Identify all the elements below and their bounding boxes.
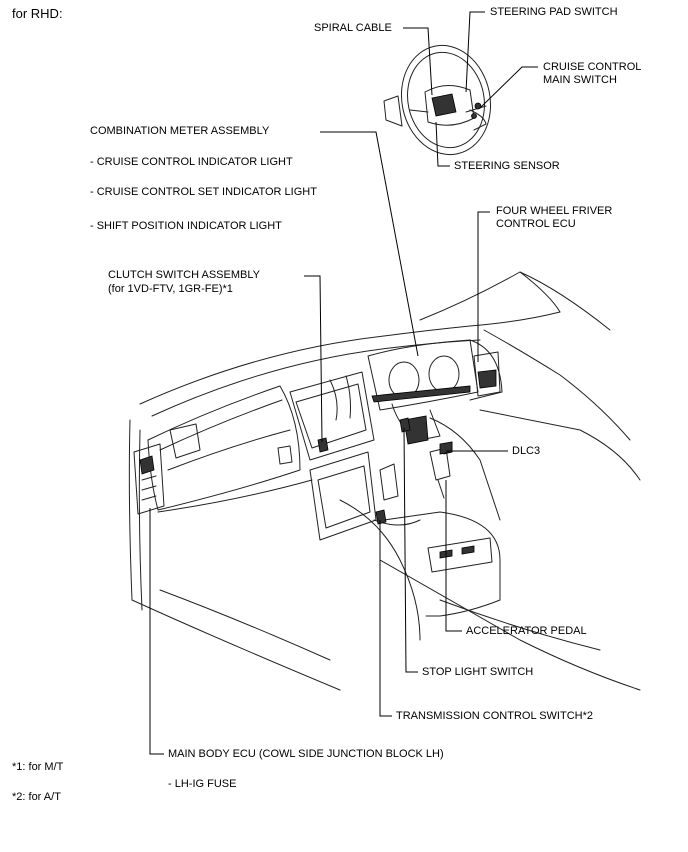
page-header: for RHD:: [12, 6, 63, 21]
label-cruise-set-indicator: - CRUISE CONTROL SET INDICATOR LIGHT: [90, 186, 317, 198]
label-steering-pad-switch: STEERING PAD SWITCH: [490, 6, 618, 18]
label-dlc3: DLC3: [512, 445, 541, 457]
label-steering-sensor: STEERING SENSOR: [454, 160, 560, 172]
label-transmission-switch: TRANSMISSION CONTROL SWITCH*2: [396, 710, 593, 722]
label-cruise-main-switch-line2: MAIN SWITCH: [543, 74, 617, 86]
label-clutch-line2: (for 1VD-FTV, 1GR-FE)*1: [108, 283, 233, 295]
dashboard-drawing: [128, 271, 641, 691]
leader-lines: [149, 11, 538, 755]
label-lh-ig-fuse: - LH-IG FUSE: [168, 778, 237, 790]
label-fwd-ecu-line1: FOUR WHEEL FRIVER: [496, 205, 613, 217]
label-fwd-ecu-line2: CONTROL ECU: [496, 218, 576, 230]
label-cruise-indicator: - CRUISE CONTROL INDICATOR LIGHT: [90, 156, 293, 168]
label-stop-light-switch: STOP LIGHT SWITCH: [422, 666, 534, 678]
label-spiral-cable: SPIRAL CABLE: [314, 22, 392, 34]
label-clutch-line1: CLUTCH SWITCH ASSEMBLY: [108, 269, 260, 281]
footnote-2: *2: for A/T: [12, 791, 61, 803]
steering-wheel-drawing: [383, 44, 492, 156]
label-cruise-main-switch-line1: CRUISE CONTROL: [543, 61, 642, 73]
label-accelerator-pedal: ACCELERATOR PEDAL: [466, 625, 587, 637]
label-shift-indicator: - SHIFT POSITION INDICATOR LIGHT: [90, 220, 282, 232]
footnote-1: *1: for M/T: [12, 761, 64, 773]
label-combination-meter: COMBINATION METER ASSEMBLY: [90, 125, 270, 137]
label-main-body-ecu: MAIN BODY ECU (COWL SIDE JUNCTION BLOCK …: [168, 748, 444, 760]
